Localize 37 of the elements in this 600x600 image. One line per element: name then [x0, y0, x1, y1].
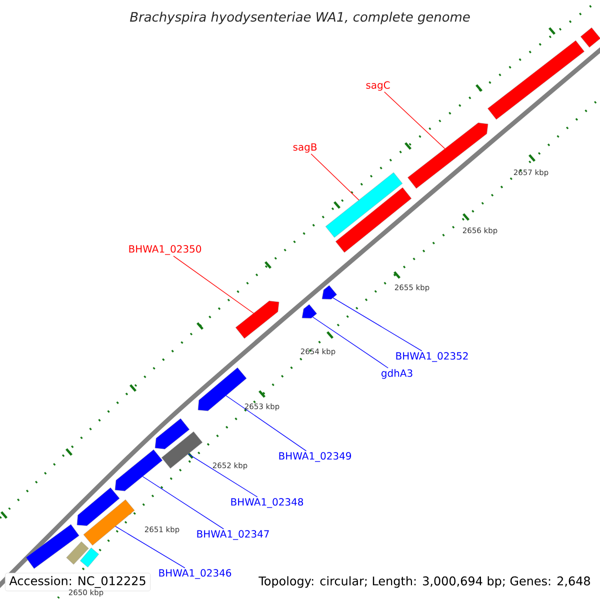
- gene-segment: [76, 487, 120, 526]
- leader-line: [188, 454, 258, 498]
- gene-segment: [161, 431, 203, 469]
- gene-segment: [325, 172, 403, 238]
- gene-segment: [235, 300, 280, 339]
- leader-line: [115, 526, 186, 568]
- gene-label: gdhA3: [382, 369, 412, 379]
- gene-segment: [83, 499, 135, 546]
- gene-segment: [66, 541, 89, 565]
- gene-segment: [302, 304, 317, 318]
- gene-segment: [408, 122, 488, 189]
- genome-summary: Topology: circular; Length: 3,000,694 bp; Genes: 2,648: [258, 576, 590, 588]
- gene-label: BHWA1_02350: [129, 245, 202, 255]
- gene-label: BHWA1_02352: [396, 352, 468, 362]
- gene-label: sagC: [366, 81, 390, 91]
- gene-segment: [322, 285, 337, 300]
- gene-label: BHWA1_02347: [197, 530, 269, 540]
- gene-segment: [488, 40, 584, 120]
- gene-label: BHWA1_02349: [279, 452, 352, 462]
- leader-line: [142, 476, 224, 530]
- gene-segment: [580, 27, 600, 48]
- leader-line: [310, 154, 360, 200]
- leader-line: [312, 316, 388, 368]
- gene-segment: [80, 548, 99, 568]
- leader-line: [384, 92, 446, 149]
- gene-segment: [335, 187, 412, 253]
- gene-segment: [114, 449, 163, 492]
- gene-segment: [154, 418, 190, 450]
- leader-line: [173, 256, 254, 314]
- gene-label: sagB: [293, 143, 317, 153]
- title: Brachyspira hyodysenteriae WA1, complete genome: [130, 12, 470, 24]
- gene-segment: [198, 367, 247, 412]
- gene-label: BHWA1_02346: [159, 569, 232, 579]
- gene-label: BHWA1_02348: [231, 498, 304, 508]
- gene-segment: [26, 524, 80, 569]
- leader-line: [332, 297, 422, 352]
- leader-line: [226, 395, 307, 452]
